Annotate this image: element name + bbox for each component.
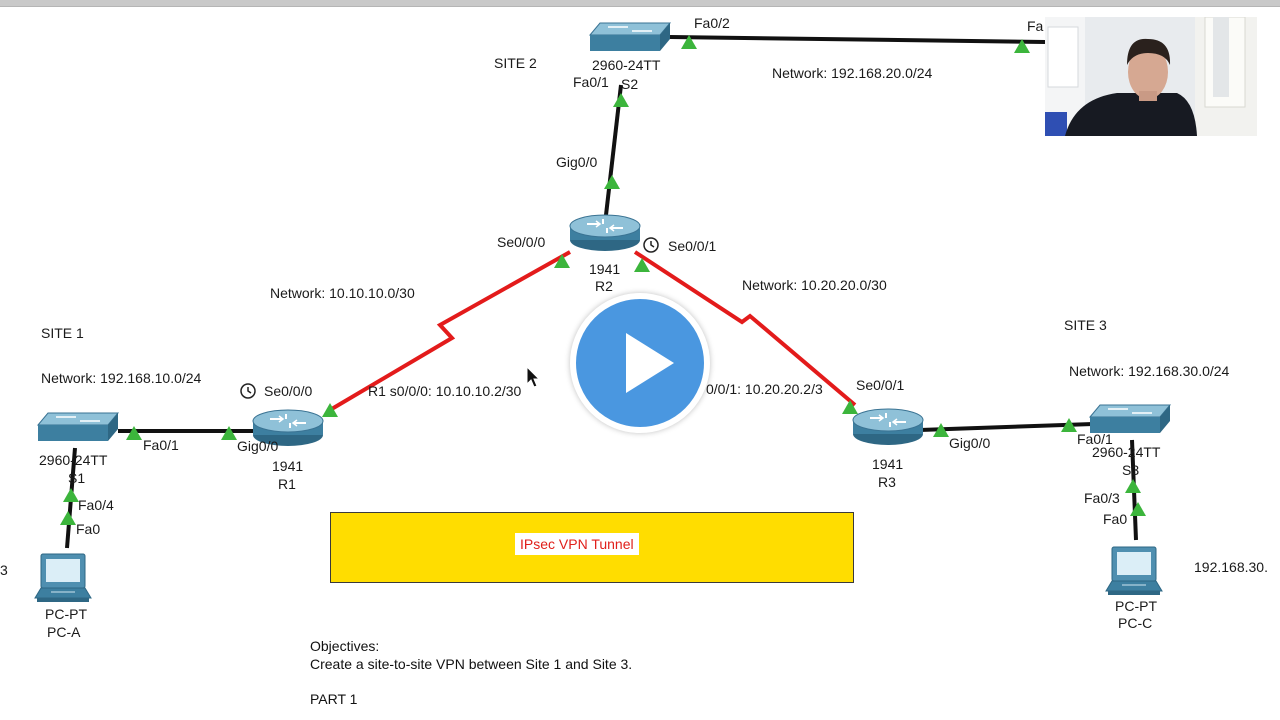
network-label: Network: 192.168.20.0/24	[772, 65, 933, 81]
site-label: SITE 1	[41, 325, 84, 341]
device-name-label: R1	[278, 476, 296, 492]
clock-icon	[240, 383, 256, 399]
webcam-overlay	[1045, 17, 1257, 136]
link-r3-s3	[919, 422, 1094, 432]
device-model-label: 1941	[272, 458, 304, 474]
interface-label: Fa	[1027, 18, 1044, 34]
interface-label: Gig0/0	[237, 438, 279, 454]
address-label: 3	[0, 562, 8, 578]
video-play-button[interactable]	[570, 293, 710, 433]
router-icon[interactable]	[569, 214, 641, 252]
site-label: SITE 3	[1064, 317, 1107, 333]
address-label: 192.168.30.	[1194, 559, 1268, 575]
interface-label: Fa0	[76, 521, 101, 537]
address-label: 0/0/1: 10.20.20.2/3	[706, 381, 823, 397]
device-model-label: 2960-24TT	[592, 57, 661, 73]
link-r1-r2-serial	[328, 250, 571, 412]
device-model-label: PC-PT	[1115, 598, 1157, 614]
address-label: R1 s0/0/0: 10.10.10.2/30	[368, 383, 522, 399]
objectives-line: Create a site-to-site VPN between Site 1…	[310, 656, 633, 672]
device-name-label: R3	[878, 474, 896, 490]
link-s2-site2-lan	[669, 35, 1046, 44]
objectives-heading: Objectives:	[310, 638, 380, 654]
link-up-indicator	[604, 175, 620, 189]
ipsec-tunnel-label: IPsec VPN Tunnel	[515, 533, 639, 555]
device-name-label: S2	[621, 76, 639, 92]
link-up-indicator	[842, 400, 858, 414]
network-label: Network: 10.10.10.0/30	[270, 285, 415, 301]
link-up-indicator	[1130, 502, 1146, 516]
interface-label: Fa0/3	[1084, 490, 1120, 506]
interface-label: Se0/0/1	[668, 238, 717, 254]
device-name-label: PC-A	[47, 624, 81, 640]
network-label: Network: 192.168.30.0/24	[1069, 363, 1230, 379]
device-name-label: R2	[595, 278, 613, 294]
link-up-indicator	[60, 511, 76, 525]
link-r2-r3-serial	[633, 250, 857, 407]
network-label: Network: 10.20.20.0/30	[742, 277, 887, 293]
switch-icon[interactable]	[589, 22, 671, 52]
switch-icon[interactable]	[37, 412, 119, 442]
interface-label: Fa0/2	[694, 15, 730, 31]
play-icon	[626, 333, 674, 393]
interface-label: Se0/0/0	[264, 383, 313, 399]
interface-label: Fa0/1	[573, 74, 609, 90]
objectives-notes: Objectives: Create a site-to-site VPN be…	[310, 637, 632, 708]
interface-label: Gig0/0	[949, 435, 991, 451]
device-model-label: 2960-24TT	[39, 452, 108, 468]
interface-label: Se0/0/1	[856, 377, 905, 393]
device-name-label: S1	[68, 470, 86, 486]
device-model-label: 1941	[589, 261, 621, 277]
interface-label: Gig0/0	[556, 154, 598, 170]
interface-label: Fa0/4	[78, 497, 114, 513]
pc-icon[interactable]	[34, 553, 92, 603]
link-up-indicator	[1125, 479, 1141, 493]
device-name-label: PC-C	[1118, 615, 1153, 631]
mouse-cursor-icon	[526, 365, 541, 388]
part-heading: PART 1	[310, 691, 358, 707]
device-model-label: 1941	[872, 456, 904, 472]
site-label: SITE 2	[494, 55, 537, 71]
pc-icon[interactable]	[1105, 546, 1163, 596]
device-name-label: S3	[1122, 462, 1140, 478]
interface-label: Fa0/1	[143, 437, 179, 453]
interface-label: Se0/0/0	[497, 234, 546, 250]
switch-icon[interactable]	[1089, 404, 1171, 434]
window-top-bar	[0, 0, 1280, 7]
network-label: Network: 192.168.10.0/24	[41, 370, 202, 386]
device-model-label: PC-PT	[45, 606, 87, 622]
interface-label: Fa0/1	[1077, 431, 1113, 447]
link-up-indicator	[613, 93, 629, 107]
router-icon[interactable]	[852, 408, 924, 446]
clock-icon	[643, 237, 659, 253]
device-model-label: 2960-24TT	[1092, 444, 1161, 460]
link-up-indicator	[63, 488, 79, 502]
interface-label: Fa0	[1103, 511, 1128, 527]
